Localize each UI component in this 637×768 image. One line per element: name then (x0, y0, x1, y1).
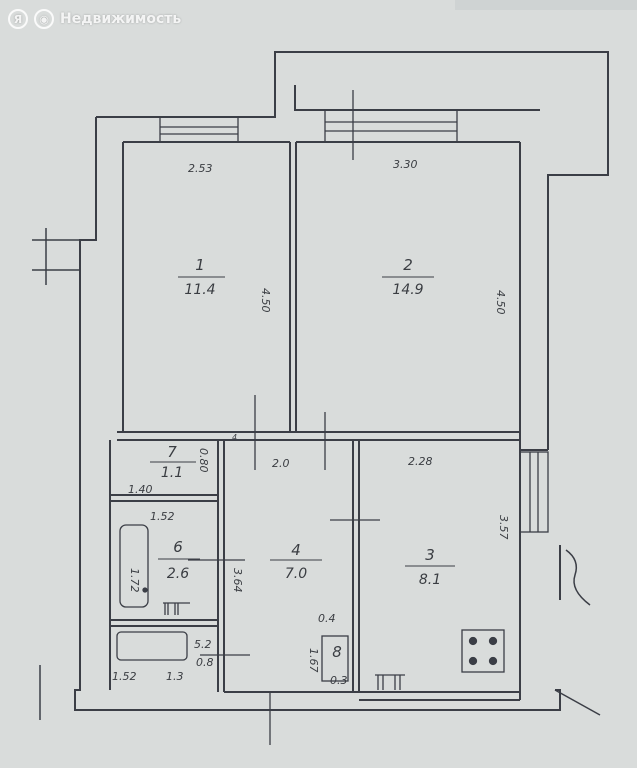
room-1-number: 1 (195, 256, 205, 274)
dim-room7-length: 0.80 (197, 448, 210, 473)
sink (163, 602, 190, 615)
dimension-labels: 2.53 3.30 4.50 4.50 2.28 3.57 2.0 3.64 1… (112, 158, 510, 687)
room-labels: 1 11.4 2 14.9 3 8.1 4 7.0 6 2.6 7 1.1 8 (150, 256, 455, 661)
pin-icon: ◉ (34, 9, 54, 29)
brand-name: Недвижимость (60, 11, 182, 27)
closet-number: 8 (332, 643, 342, 661)
dim-closet-width: 0.4 (318, 612, 336, 625)
dim-room4-length: 3.64 (231, 568, 244, 593)
room-2-number: 2 (403, 256, 413, 274)
paper-edge (455, 0, 637, 10)
bathtub (119, 524, 149, 608)
break-marks (32, 228, 601, 720)
dim-room1-length: 4.50 (259, 288, 272, 313)
outer-walls (74, 51, 609, 711)
dim-room1-width: 2.53 (188, 162, 213, 175)
dim-room4-width: 2.0 (272, 457, 290, 470)
logo-circle: Я (8, 9, 28, 29)
dim-closet-length: 1.67 (307, 648, 320, 673)
room-4-area: 7.0 (285, 566, 307, 582)
room-6-number: 6 (173, 538, 183, 556)
fixtures (116, 524, 505, 690)
interior-walls (110, 142, 521, 701)
dim-wc-width: 1.52 (112, 670, 137, 683)
dim-marker: 4 (232, 433, 237, 442)
dim-wc-side: 5.2 (194, 638, 212, 651)
room-6-area: 2.6 (167, 566, 189, 582)
room-7-area: 1.1 (161, 465, 183, 481)
doors (188, 90, 380, 745)
dim-room2-length: 4.50 (494, 290, 507, 315)
closet (321, 635, 349, 682)
dim-room2-width: 3.30 (393, 158, 418, 171)
dim-room6-width: 1.52 (150, 510, 175, 523)
room-4-number: 4 (291, 541, 301, 559)
room-1-area: 11.4 (184, 282, 215, 298)
stove (461, 629, 505, 673)
watermark: Я ◉ Недвижимость (8, 8, 181, 30)
room-3-area: 8.1 (419, 572, 441, 588)
room-2-area: 14.9 (392, 282, 423, 298)
dim-wc-width2: 1.3 (166, 670, 184, 683)
dim-room3-width: 2.28 (408, 455, 433, 468)
dim-room6-length: 1.72 (128, 568, 141, 593)
dim-wc-length: 0.8 (196, 656, 214, 669)
kitchen-sink (375, 674, 405, 690)
toilet-tank (116, 631, 188, 661)
room-7-number: 7 (167, 443, 177, 461)
room-3-number: 3 (425, 546, 435, 564)
dim-room3-length: 3.57 (497, 515, 510, 540)
dim-closet-depth: 0.3 (330, 674, 348, 687)
dim-room7-width: 1.40 (128, 483, 153, 496)
